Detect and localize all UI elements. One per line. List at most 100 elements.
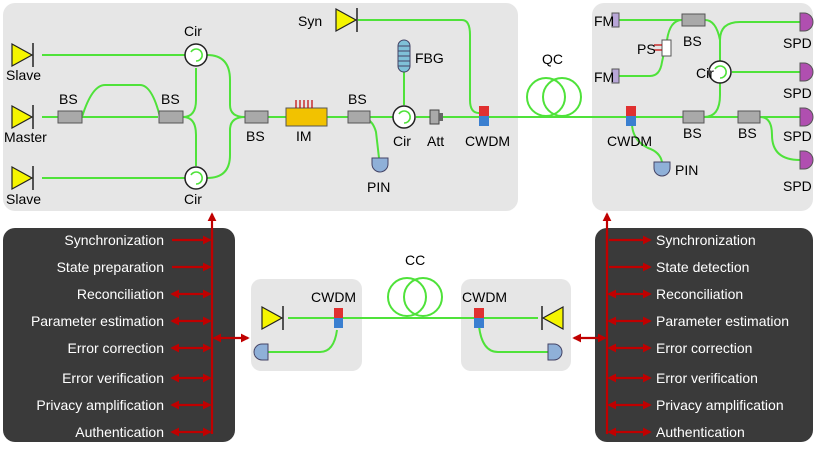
laser-cc-alice [261, 305, 284, 331]
fiber-cir-bottom-bs3 [206, 116, 246, 179]
label-cwdm-rx: CWDM [607, 133, 652, 149]
label-spd-3: SPD [783, 128, 812, 144]
alice-process-1: State preparation [57, 259, 164, 275]
label-cir-fbg: Cir [393, 133, 411, 149]
beam-splitter-rx-3 [737, 110, 761, 124]
fiber-bs1-bs2-upper [81, 84, 161, 118]
label-cir-top: Cir [184, 23, 202, 39]
label-att: Att [427, 133, 444, 149]
alice-control-panel [3, 228, 235, 442]
label-cc: CC [405, 252, 425, 268]
beam-splitter-4 [347, 110, 371, 124]
laser-master [11, 104, 34, 130]
classical-fibers [268, 277, 548, 353]
label-slave-bottom: Slave [6, 191, 41, 207]
alice-process-6: Privacy amplification [36, 397, 164, 413]
beam-splitter-rx-mz [681, 13, 706, 27]
label-bs2: BS [161, 91, 180, 107]
bob-process-3: Parameter estimation [656, 313, 789, 329]
intensity-modulator [285, 100, 328, 127]
alice-process-0: Synchronization [64, 232, 164, 248]
attenuator [429, 109, 443, 125]
bob-process-6: Privacy amplification [656, 397, 784, 413]
fiber-cir-top-bs3 [206, 54, 246, 118]
label-fm-top: FM [594, 13, 614, 29]
alice-process-list: Synchronization State preparation Reconc… [31, 232, 164, 440]
faraday-mirror-bottom [611, 68, 620, 84]
bob-process-7: Authentication [656, 424, 745, 440]
cwdm-rx [626, 106, 636, 126]
beam-splitter-3 [244, 110, 269, 124]
circulator-rx [708, 60, 732, 84]
label-bs-rx-2: BS [683, 125, 702, 141]
fiber-cc-bob-rx [478, 325, 548, 353]
alice-process-3: Parameter estimation [31, 313, 164, 329]
label-bs3: BS [246, 128, 265, 144]
fiber-cc-alice-rx [268, 329, 338, 353]
spd-2 [799, 62, 814, 82]
phase-shifter [654, 39, 672, 57]
fiber-ps-bs [666, 19, 683, 41]
receiver-fibers [619, 19, 801, 163]
bob-process-2: Reconciliation [656, 286, 743, 302]
label-fm-bottom: FM [594, 69, 614, 85]
cc-spool-left [387, 277, 427, 317]
photodiode-cc-alice [253, 343, 269, 361]
cwdm-cc-alice [334, 308, 343, 328]
photodiode-cc-bob [547, 343, 563, 361]
fiber-syn-cwdm [358, 19, 480, 114]
fiber-cwdm-pin [631, 122, 663, 163]
beam-splitter-rx-2 [682, 110, 705, 124]
laser-syn [335, 7, 358, 33]
label-cir-bottom: Cir [184, 191, 202, 207]
cwdm-tx [479, 106, 489, 126]
beam-splitter-2 [158, 110, 184, 124]
cwdm-cc-bob [474, 308, 484, 328]
bob-control-arrows [572, 212, 652, 437]
bob-process-5: Error verification [656, 370, 758, 386]
circulator-bottom [184, 166, 208, 190]
label-im: IM [296, 128, 312, 144]
alice-process-2: Reconciliation [77, 286, 164, 302]
alice-classical-panel [251, 279, 362, 371]
laser-slave-bottom [11, 165, 34, 191]
circulator-top [184, 43, 208, 67]
spd-3 [799, 107, 814, 127]
bob-process-0: Synchronization [656, 232, 756, 248]
fiber-bragg-grating [397, 39, 411, 73]
label-bs-mz: BS [683, 33, 702, 49]
label-cwdm-tx: CWDM [465, 133, 510, 149]
bob-process-list: Synchronization State detection Reconcil… [656, 232, 789, 440]
label-qc: QC [542, 51, 563, 67]
fiber-mzbs-cir [704, 19, 721, 41]
alice-process-5: Error verification [62, 370, 164, 386]
bob-process-1: State detection [656, 259, 749, 275]
label-pin-tx: PIN [367, 179, 390, 195]
cc-spool-right [403, 277, 443, 317]
alice-process-4: Error correction [68, 340, 164, 356]
label-cwdm-cc-bob: CWDM [462, 289, 507, 305]
label-pin-rx: PIN [675, 162, 698, 178]
receiver-optical-panel [592, 3, 813, 211]
bob-process-4: Error correction [656, 340, 752, 356]
faraday-mirror-top [611, 12, 620, 28]
label-slave-top: Slave [6, 67, 41, 83]
alice-control-arrows [170, 212, 250, 437]
label-spd-1: SPD [783, 35, 812, 51]
label-bs1: BS [59, 91, 78, 107]
label-cir-rx: Cir [696, 65, 714, 81]
fiber-fm-bottom-ps [619, 47, 666, 77]
photodiode-pin-rx [653, 161, 671, 177]
laser-slave-top [11, 42, 34, 68]
label-cwdm-cc-alice: CWDM [311, 289, 356, 305]
label-master: Master [4, 129, 47, 145]
beam-splitter-1 [57, 110, 83, 124]
label-syn: Syn [298, 13, 322, 29]
circulator-fbg [392, 105, 416, 129]
fiber-bs2-cir [703, 80, 721, 118]
bob-control-panel [595, 228, 813, 442]
spd-4 [799, 150, 814, 170]
qc-spool-left [526, 77, 566, 117]
